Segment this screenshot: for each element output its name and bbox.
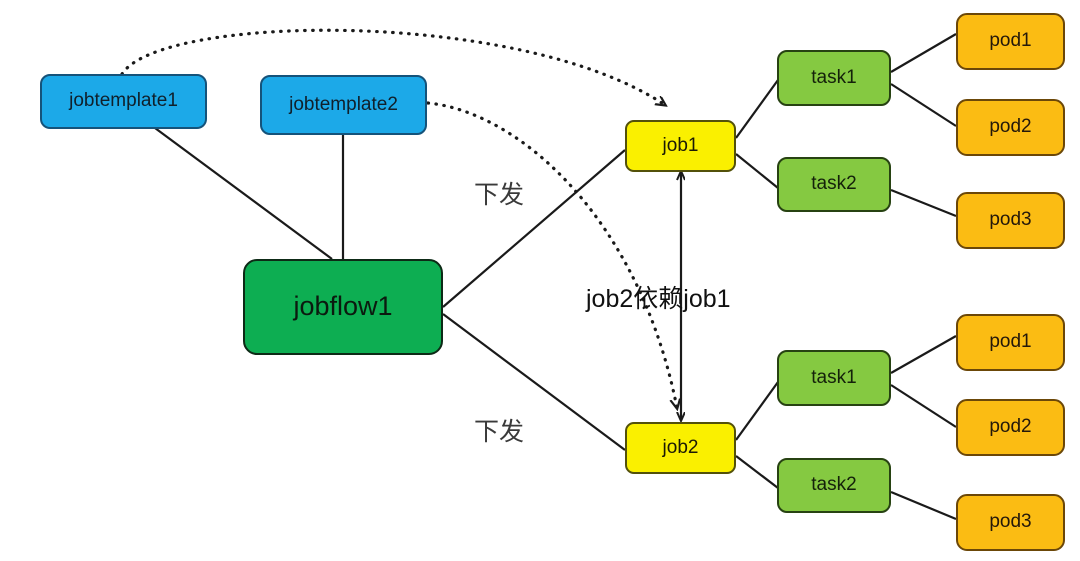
node-job2-task1-pod1-label: pod1	[989, 331, 1032, 353]
node-job1-task2-pod3-label: pod3	[989, 209, 1032, 231]
node-jobtemplate1-label: jobtemplate1	[69, 90, 178, 112]
node-job2-task2[interactable]: task2	[777, 458, 891, 513]
edge-label-dispatch-top: 下发	[474, 181, 525, 209]
node-jobtemplate2[interactable]: jobtemplate2	[260, 75, 427, 135]
node-job1-task2-label: task2	[811, 173, 857, 195]
edge-job1-task1-pod2	[890, 83, 957, 127]
node-job1-task1-pod1-label: pod1	[989, 30, 1032, 52]
edge-job1-task2-pod3	[890, 188, 957, 218]
node-job1-task1-pod2[interactable]: pod2	[956, 99, 1065, 156]
node-job2-label: job2	[662, 436, 699, 458]
node-jobflow1[interactable]: jobflow1	[243, 259, 443, 355]
edge-job1-task1	[735, 79, 779, 139]
node-job1-task2-pod3[interactable]: pod3	[956, 192, 1065, 249]
node-jobtemplate2-label: jobtemplate2	[289, 93, 398, 115]
node-job1-task1-pod1[interactable]: pod1	[956, 13, 1065, 70]
edge-job2-task1-pod1	[890, 335, 957, 374]
node-job2-task1[interactable]: task1	[777, 350, 891, 406]
edge-jobtemplate1-jobflow1	[154, 127, 333, 260]
node-job2-task2-pod3[interactable]: pod3	[956, 494, 1065, 551]
edge-label-dispatch-bottom: 下发	[474, 418, 525, 446]
edge-job2-task1-pod2	[890, 384, 957, 428]
node-job1-task2[interactable]: task2	[777, 157, 891, 212]
node-job2-task1-pod2[interactable]: pod2	[956, 399, 1065, 456]
edge-job1-task2	[735, 153, 779, 189]
node-job1[interactable]: job1	[625, 120, 736, 172]
edge-label-dependency: job2依赖job1	[586, 285, 731, 313]
edge-job1-task1-pod1	[890, 33, 957, 73]
node-job2[interactable]: job2	[625, 422, 736, 474]
edge-job2-task1	[735, 381, 779, 441]
node-job2-task1-pod2-label: pod2	[989, 416, 1032, 438]
edge-job2-task2-pod3	[890, 490, 957, 521]
node-jobtemplate1[interactable]: jobtemplate1	[40, 74, 207, 129]
node-job1-task1-pod2-label: pod2	[989, 116, 1032, 138]
edge-jobflow1-job2	[442, 313, 626, 451]
node-job1-label: job1	[662, 134, 699, 156]
node-job2-task1-pod1[interactable]: pod1	[956, 314, 1065, 371]
node-job1-task1-label: task1	[811, 66, 857, 88]
edge-job2-task2	[735, 455, 779, 489]
node-job2-task1-label: task1	[811, 366, 857, 388]
node-job1-task1[interactable]: task1	[777, 50, 891, 106]
node-job2-task2-pod3-label: pod3	[989, 511, 1032, 533]
node-job2-task2-label: task2	[811, 474, 857, 496]
node-jobflow1-label: jobflow1	[293, 291, 393, 322]
